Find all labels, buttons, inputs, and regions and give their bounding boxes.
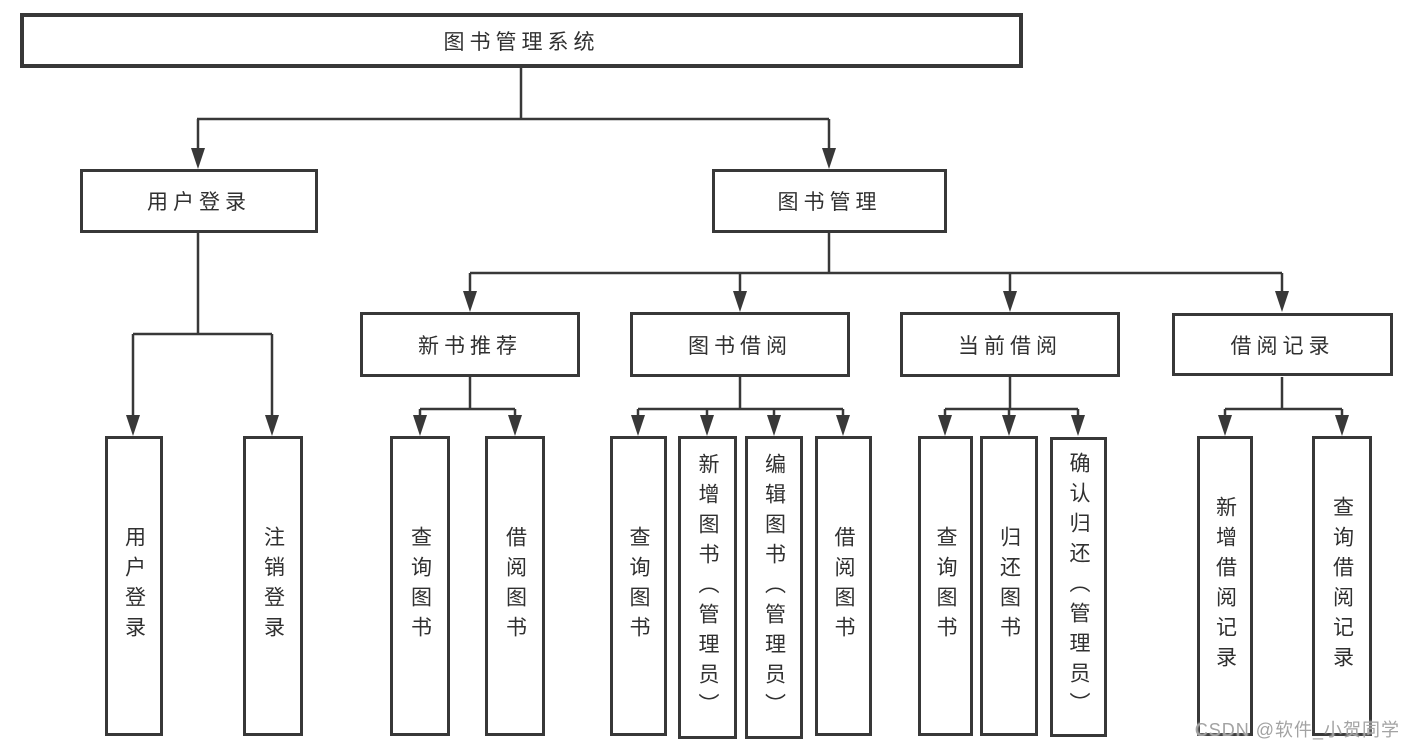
leaf-add-borrow-record: 新增借阅记录 — [1197, 436, 1253, 736]
leaf-query-books-current: 查询图书 — [918, 436, 973, 736]
leaf-add-books-admin: 新增图书（管理员） — [678, 436, 737, 739]
node-user-login: 用户登录 — [80, 169, 318, 233]
node-new-book-recommend: 新书推荐 — [360, 312, 580, 377]
leaf-borrow-books-recommend: 借阅图书 — [485, 436, 545, 736]
leaf-edit-books-admin: 编辑图书（管理员） — [745, 436, 803, 739]
leaf-borrow-books: 借阅图书 — [815, 436, 872, 736]
leaf-return-books: 归还图书 — [980, 436, 1038, 736]
node-library-system: 图书管理系统 — [20, 13, 1023, 68]
leaf-user-login: 用户登录 — [105, 436, 163, 736]
leaf-query-borrow-record: 查询借阅记录 — [1312, 436, 1372, 736]
node-book-borrow: 图书借阅 — [630, 312, 850, 377]
leaf-confirm-return-admin: 确认归还（管理员） — [1050, 437, 1107, 737]
leaf-query-books-borrow: 查询图书 — [610, 436, 667, 736]
node-current-borrow: 当前借阅 — [900, 312, 1120, 377]
leaf-query-books-recommend: 查询图书 — [390, 436, 450, 736]
leaf-logout: 注销登录 — [243, 436, 303, 736]
node-book-management: 图书管理 — [712, 169, 947, 233]
node-borrow-records: 借阅记录 — [1172, 313, 1393, 376]
watermark: CSDN @软件_小贺同学 — [1194, 720, 1400, 740]
